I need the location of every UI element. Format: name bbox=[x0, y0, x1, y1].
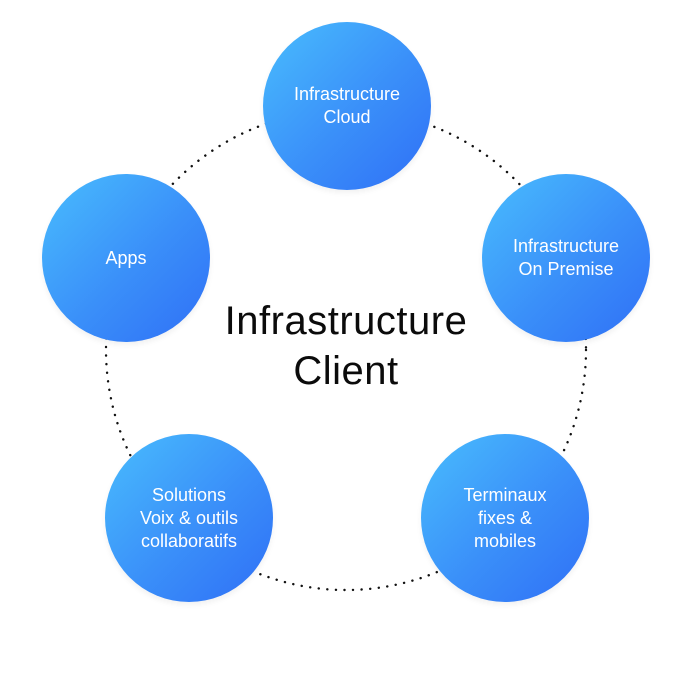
center-title: Infrastructure Client bbox=[196, 296, 496, 396]
orbit-circle bbox=[104, 108, 588, 592]
node-label-line: Apps bbox=[105, 247, 147, 268]
center-title-line-1: Infrastructure bbox=[224, 299, 468, 343]
node-label: Infrastructure On Premise bbox=[513, 235, 619, 281]
node-label-line: Infrastructure bbox=[512, 236, 620, 256]
node-label-line: Terminaux bbox=[463, 484, 547, 505]
node-solutions-voix-outils: Solutions Voix & outils collaboratifs bbox=[105, 434, 273, 602]
node-apps: Apps bbox=[42, 174, 210, 342]
node-label-line: On Premise bbox=[518, 259, 614, 279]
node-label-line: Infrastructure bbox=[293, 84, 401, 104]
node-label-line: collaboratifs bbox=[140, 530, 238, 551]
node-infrastructure-on-premise: Infrastructure On Premise bbox=[482, 174, 650, 342]
node-infrastructure-cloud: Infrastructure Cloud bbox=[263, 22, 431, 190]
node-label: Apps bbox=[105, 247, 146, 270]
node-label: Terminaux fixes & mobiles bbox=[463, 484, 546, 553]
node-label-line: fixes & bbox=[477, 507, 533, 528]
node-label: Solutions Voix & outils collaboratifs bbox=[140, 484, 238, 553]
center-title-line-2: Client bbox=[293, 349, 399, 393]
node-terminaux-fixes-mobiles: Terminaux fixes & mobiles bbox=[421, 434, 589, 602]
node-label: Infrastructure Cloud bbox=[294, 83, 400, 129]
node-label-line: Cloud bbox=[323, 107, 371, 127]
node-label-line: Voix & outils bbox=[139, 507, 239, 528]
node-label-line: Solutions bbox=[151, 484, 227, 505]
node-label-line: mobiles bbox=[473, 530, 537, 551]
